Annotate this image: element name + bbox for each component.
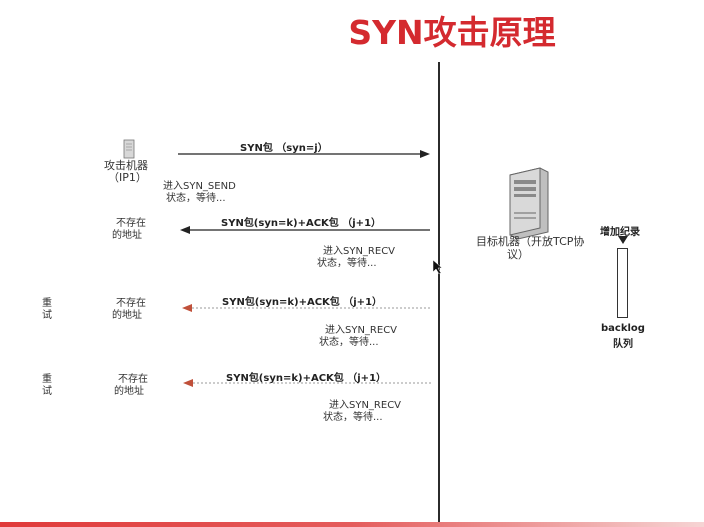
bottom-accent-bar	[0, 522, 704, 527]
state-note-line2: 状态，等待...	[323, 412, 383, 423]
backlog-arrow-icon	[618, 236, 628, 244]
nonexistent-address-line1: 不存在	[118, 374, 148, 385]
state-note-line2: 状态，等待...	[317, 258, 377, 269]
server-icon	[123, 139, 135, 159]
arrow-synack-retry-1	[182, 304, 432, 312]
message-label: SYN包(syn=k)+ACK包 （j+1）	[221, 218, 382, 229]
target-label-cont: 议）	[507, 248, 529, 261]
state-note-line1: 进入SYN_RECV	[325, 325, 398, 336]
message-label: SYN包 （syn=j）	[240, 143, 328, 154]
nonexistent-address-line2: 的地址	[114, 386, 144, 397]
retry-label-line1: 重	[42, 374, 52, 385]
retry-label-line2: 试	[42, 386, 52, 397]
nonexistent-address-line1: 不存在	[116, 218, 146, 229]
arrow-synack-retry-2	[183, 379, 433, 387]
attacker-label: 攻击机器	[104, 159, 148, 172]
message-label: SYN包(syn=k)+ACK包 （j+1）	[226, 373, 387, 384]
nonexistent-address-line1: 不存在	[116, 298, 146, 309]
state-note-line2: 状态，等待...	[166, 193, 226, 204]
state-note-line2: 状态，等待...	[319, 337, 379, 348]
state-note-line1: 进入SYN_RECV	[329, 400, 402, 411]
message-label: SYN包(syn=k)+ACK包 （j+1）	[222, 297, 383, 308]
retry-label-line2: 试	[42, 310, 52, 321]
retry-label-line1: 重	[42, 298, 52, 309]
nonexistent-address-line2: 的地址	[112, 310, 142, 321]
arrow-synack-1	[180, 226, 430, 234]
backlog-label: backlog	[601, 323, 645, 334]
queue-label: 队列	[613, 339, 633, 350]
backlog-queue-box	[617, 248, 628, 318]
attacker-ip-label: （IP1）	[108, 171, 147, 184]
cursor-icon	[432, 259, 443, 275]
state-note-line1: 进入SYN_SEND	[163, 181, 236, 192]
nonexistent-address-line2: 的地址	[112, 230, 142, 241]
server-tower-icon	[509, 167, 549, 240]
add-record-label: 增加纪录	[600, 227, 640, 238]
arrow-syn	[178, 150, 430, 158]
state-note-line1: 进入SYN_RECV	[323, 246, 396, 257]
diagram-title: SYN攻击原理	[348, 13, 556, 52]
target-label: 目标机器（开放TCP协	[476, 235, 585, 248]
timeline-divider	[438, 62, 440, 522]
